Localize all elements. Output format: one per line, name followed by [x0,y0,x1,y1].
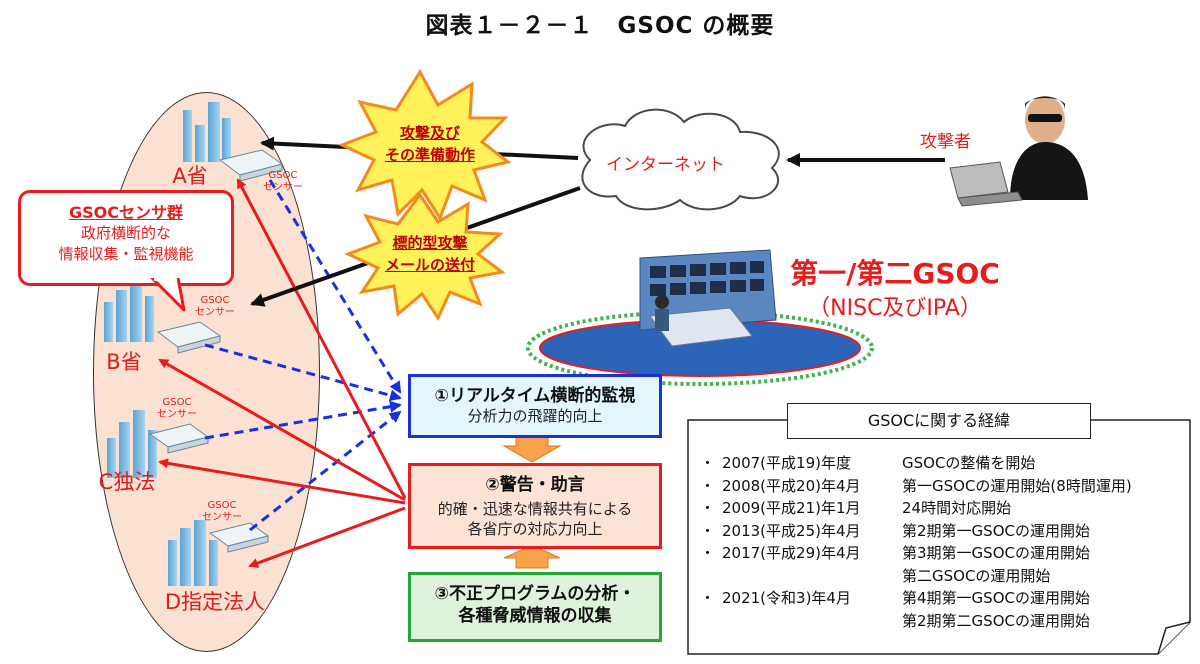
history-year: 2021(令和3)年4月 [722,589,851,607]
warning-advice-box: ②警告・助言 的確・迅速な情報共有による 各省庁の対応力向上 [408,463,662,549]
history-bullet: ・ [700,544,716,562]
mail-starburst-text: 標的型攻撃 メールの送付 [355,232,505,276]
callout-line1: 政府横断的な [80,224,171,242]
history-bullet: ・ [700,454,716,472]
building-icon-d [168,520,218,586]
mail-text-line2: メールの送付 [384,256,475,274]
sensor-label-b: GSOC センサー [180,295,250,319]
sensor-label-b-line2: センサー [195,307,235,318]
history-event: 第2期第一GSOCの運用開始 [902,521,1090,540]
realtime-monitoring-title: ①リアルタイム横断的監視 [434,386,636,406]
attack-starburst-icon [338,69,512,222]
warning-to-d-arrow [248,506,406,568]
history-row: ・ 2013(平成25)年4月 第2期第一GSOCの運用開始 [700,520,1090,542]
realtime-monitoring-sub: 分析力の飛躍的向上 [467,407,603,425]
realtime-monitoring-box: ①リアルタイム横断的監視 分析力の飛躍的向上 [408,374,662,438]
building-icon-b [104,278,154,342]
sensor-a-to-monitor-arrow [268,179,402,394]
mail-text-line1: 標的型攻撃 [392,234,468,252]
figure-title: 図表１－２－１ GSOC の概要 [425,13,775,39]
attack-text-line2: その準備動作 [384,146,475,164]
mail-starburst-icon [344,192,506,322]
sensor-label-c-line1: GSOC [162,397,192,408]
warning-advice-sub2: 各省庁の対応力向上 [467,520,603,538]
warning-to-a-arrow [236,178,407,499]
org-label-d: D指定法人 [164,590,266,614]
sensor-device-icon-c [148,423,210,454]
sensor-label-d-line2: センサー [202,512,242,523]
history-event: 第3期第一GSOCの運用開始 [902,544,1090,562]
internet-cloud-icon [581,108,780,211]
sensor-d-to-monitor-arrow [249,410,402,532]
sensor-device-icon-b [156,321,222,354]
malware-analysis-line2: 各種脅威情報の収集 [458,606,612,626]
history-row: 第2期第二GSOCの運用開始 [700,610,1090,632]
internet-label: インターネット [606,155,725,175]
org-label-b: B省 [106,350,142,374]
callout-tail [150,278,186,312]
sensor-label-c: GSOC センサー [142,397,212,421]
history-panel-frame [687,419,1191,655]
sensor-label-d: GSOC センサー [187,500,257,524]
history-event: GSOCの整備を開始 [902,454,1036,472]
history-year: 2009(平成21)年1月 [722,499,861,517]
attacker-label: 攻撃者 [920,132,971,152]
gsoc-platform-icon [526,310,874,386]
malware-analysis-box: ③不正プログラムの分析・ 各種脅威情報の収集 [408,572,662,642]
sensor-label-b-line1: GSOC [200,295,230,306]
history-bullet: ・ [700,521,716,540]
history-row: ・ 2008(平成20)年4月 第一GSOCの運用開始(8時間運用) [700,475,1132,497]
attack-text-line1: 攻撃及び [399,124,460,142]
gsoc-subtitle: （NISC及びIPA） [808,296,982,321]
flow-arrow-3-to-2 [503,544,561,569]
org-label-a: A省 [172,164,208,188]
history-bullet: ・ [700,499,716,517]
history-row: ・ 2021(令和3)年4月 第4期第一GSOCの運用開始 [700,587,1090,609]
warning-to-c-arrow [158,458,406,505]
history-event: 24時間対応開始 [902,499,1012,517]
sensor-label-a-line2: センサー [263,182,303,193]
malware-analysis-line1: ③不正プログラムの分析・ [434,584,636,604]
sensor-c-to-monitor-arrow [204,400,402,440]
sensor-device-icon-d [208,522,270,553]
sensor-label-d-line1: GSOC [207,500,237,511]
history-event: 第二GSOCの運用開始 [902,566,1051,585]
gsoc-operations-room-icon [639,249,777,347]
flow-arrow-1-to-2 [502,435,562,463]
warning-advice-title: ②警告・助言 [485,475,585,495]
history-row: 第二GSOCの運用開始 [700,565,1050,587]
history-bullet: ・ [700,476,716,495]
sensor-group-callout: GSOCセンサ群 政府横断的な 情報収集・監視機能 [18,190,234,286]
building-icon-c [107,410,157,478]
attacker-icon [949,96,1088,207]
history-event: 第2期第二GSOCの運用開始 [902,611,1090,630]
gsoc-title: 第一/第二GSOC [790,257,1000,290]
sensor-label-a-line1: GSOC [268,170,298,181]
building-icon-a [183,102,231,162]
history-event: 第一GSOCの運用開始(8時間運用) [902,476,1132,495]
history-bullet: ・ [700,589,716,607]
org-label-c: C独法 [98,470,156,494]
history-row: ・ 2007(平成19)年度 GSOCの整備を開始 [700,452,1035,474]
history-heading: GSOCに関する経緯 [787,403,1091,439]
warning-advice-sub1: 的確・迅速な情報共有による [437,500,633,518]
organizations-ellipse [93,92,320,652]
history-row: ・ 2017(平成29)年4月 第3期第一GSOCの運用開始 [700,542,1090,564]
history-year: 2017(平成29)年4月 [722,544,861,562]
history-event: 第4期第一GSOCの運用開始 [902,589,1090,607]
sensor-b-to-monitor-arrow [204,343,402,402]
callout-title: GSOCセンサ群 [68,203,183,222]
callout-line2: 情報収集・監視機能 [58,245,194,263]
history-year: 2008(平成20)年4月 [722,476,861,495]
sensor-label-c-line2: センサー [157,409,197,420]
sensor-label-a: GSOC センサー [248,170,318,194]
history-year: 2007(平成19)年度 [722,454,851,472]
warning-to-b-arrow [158,358,406,502]
history-year: 2013(平成25)年4月 [722,521,861,540]
history-row: ・ 2009(平成21)年1月 24時間対応開始 [700,497,1011,519]
attack-starburst-text: 攻撃及び その準備動作 [355,122,505,166]
